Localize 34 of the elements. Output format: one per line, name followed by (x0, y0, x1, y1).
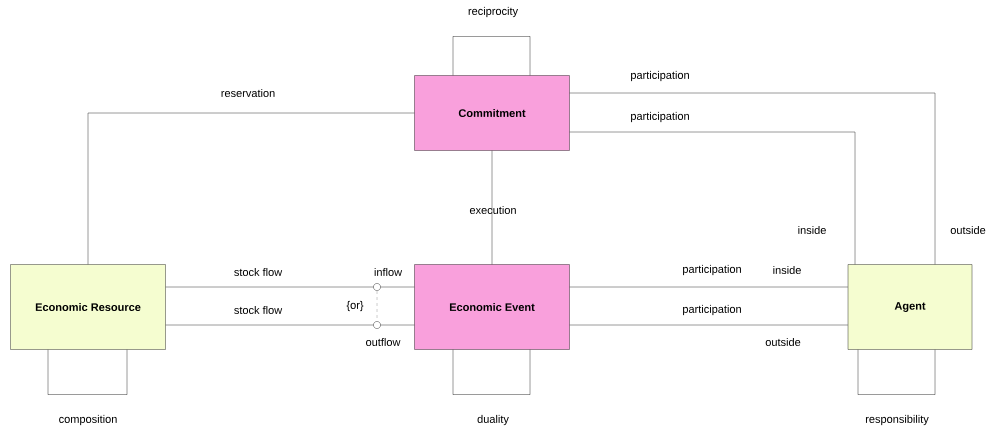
edge-label: participation (683, 264, 741, 276)
role-label: outside (764, 336, 802, 348)
association-line (570, 286, 848, 288)
class-box: Agent (848, 264, 972, 350)
association-line (452, 36, 530, 76)
role-label: inside (796, 224, 828, 236)
edge-label: stock flow (234, 268, 282, 276)
association-line (166, 286, 414, 288)
role-label: inflow (372, 266, 404, 278)
class-box: Economic Resource (10, 264, 166, 350)
role-label: inside (772, 264, 802, 276)
edge-label: execution (470, 206, 516, 214)
association-line (88, 112, 414, 264)
edge-label: participation (631, 112, 689, 122)
association-line (570, 324, 848, 326)
class-box: Economic Event (414, 264, 570, 350)
association-line (48, 350, 128, 395)
edge-label: reservation (222, 88, 274, 98)
role-label: {or} (345, 300, 365, 312)
association-line (858, 350, 936, 395)
edge-label: reciprocity (468, 6, 518, 18)
association-line (452, 350, 530, 395)
edge-label: participation (683, 304, 741, 316)
edge-label: composition (59, 414, 117, 426)
association-line (570, 92, 936, 264)
association-line (166, 324, 414, 326)
role-label: outflow (364, 336, 402, 348)
class-box: Commitment (414, 75, 570, 151)
edge-label: responsibility (866, 414, 929, 426)
association-line (570, 132, 856, 264)
edge-label: participation (631, 70, 689, 82)
role-label: outside (949, 224, 987, 236)
edge-label: duality (478, 414, 509, 426)
edge-label: stock flow (234, 306, 282, 314)
